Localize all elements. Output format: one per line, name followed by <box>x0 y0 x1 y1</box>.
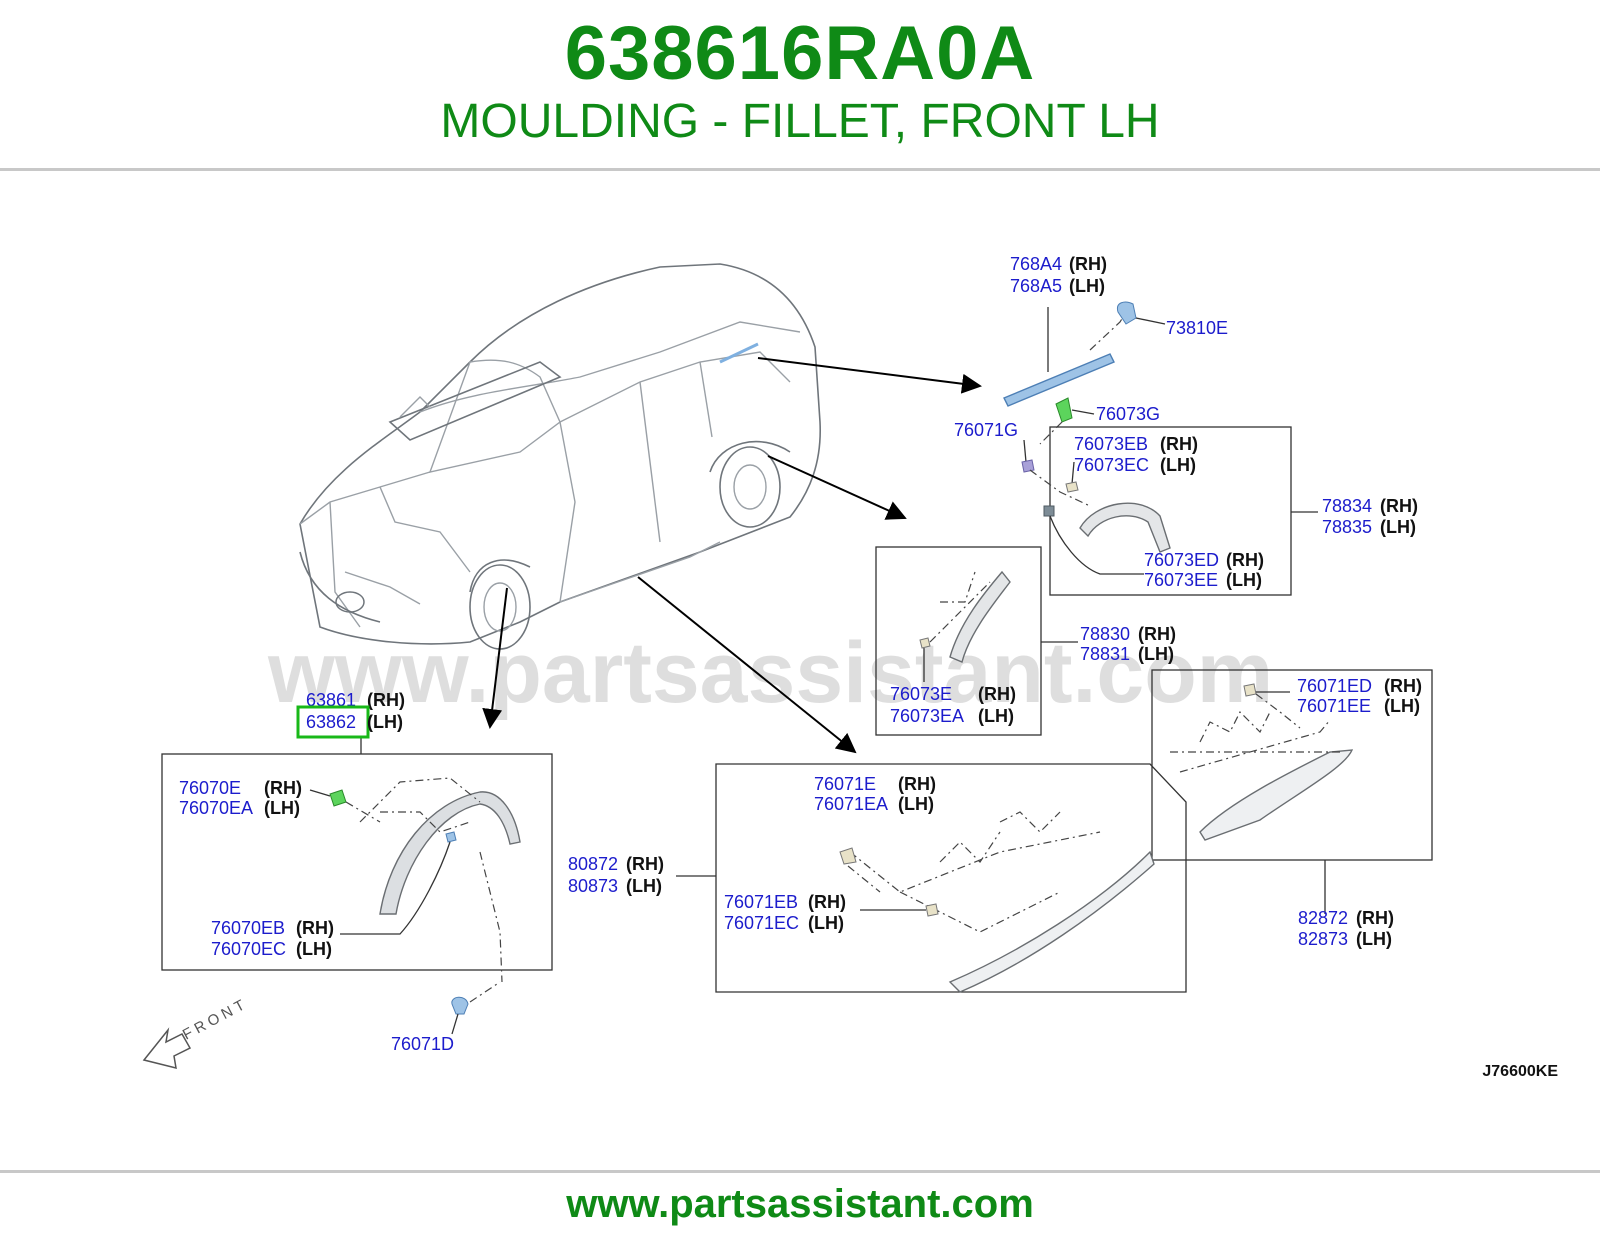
label-76070ec: 76070EC <box>211 939 286 959</box>
arrow-to-rear-arch <box>767 455 907 520</box>
arrow-to-roof-molding <box>757 357 982 394</box>
roof-molding-group <box>1003 301 1166 445</box>
label-76073e: 76073E <box>890 684 952 704</box>
label-76070ea-side: (LH) <box>264 798 300 818</box>
label-768a5: 768A5 <box>1010 276 1062 296</box>
label-63861-side: (RH) <box>367 690 405 710</box>
label-63862: 63862 <box>306 712 356 732</box>
label-76071d: 76071D <box>391 1034 454 1054</box>
label-76073eb-side: (RH) <box>1160 434 1198 454</box>
watermark-text: www.partsassistant.com <box>267 625 1273 721</box>
label-768a5-side: (LH) <box>1069 276 1105 296</box>
header-divider <box>0 168 1600 171</box>
label-76073ed: 76073ED <box>1144 550 1219 570</box>
label-768a4-side: (RH) <box>1069 254 1107 274</box>
label-76071ee: 76071EE <box>1297 696 1371 716</box>
label-76073g: 76073G <box>1096 404 1160 424</box>
label-82873: 82873 <box>1298 929 1348 949</box>
side-sill-group <box>676 811 1155 993</box>
label-76070e: 76070E <box>179 778 241 798</box>
label-63862-side: (LH) <box>367 712 403 732</box>
label-768a4: 768A4 <box>1010 254 1062 274</box>
label-76070e-side: (RH) <box>264 778 302 798</box>
part-number-title: 638616RA0A <box>564 11 1036 96</box>
label-76073eb: 76073EB <box>1074 434 1148 454</box>
footer-website-link[interactable]: www.partsassistant.com <box>566 1182 1034 1226</box>
label-76071ee-side: (LH) <box>1384 696 1420 716</box>
label-78835: 78835 <box>1322 517 1372 537</box>
rear-arch-group <box>1021 439 1318 575</box>
label-76071ed: 76071ED <box>1297 676 1372 696</box>
label-76071ed-side: (RH) <box>1384 676 1422 696</box>
label-78835-side: (LH) <box>1380 517 1416 537</box>
label-82872-side: (RH) <box>1356 908 1394 928</box>
label-76071ea-side: (LH) <box>898 794 934 814</box>
rear-sill-box <box>1151 669 1433 861</box>
label-76073ee: 76073EE <box>1144 570 1218 590</box>
label-76073ed-side: (RH) <box>1226 550 1264 570</box>
label-76071ec-side: (LH) <box>808 913 844 933</box>
arrow-to-front-arch <box>482 587 508 729</box>
label-63861: 63861 <box>306 690 356 710</box>
label-76071ec: 76071EC <box>724 913 799 933</box>
label-78834: 78834 <box>1322 496 1372 516</box>
label-78834-side: (RH) <box>1380 496 1418 516</box>
label-76070ea: 76070EA <box>179 798 253 818</box>
label-76071g: 76071G <box>954 420 1018 440</box>
label-76070eb: 76070EB <box>211 918 285 938</box>
rear-sill-group <box>1170 683 1354 914</box>
front-arch-group <box>309 737 521 1035</box>
arrow-to-side-sill <box>637 576 857 754</box>
label-76071e-side: (RH) <box>898 774 936 794</box>
label-76070ec-side: (LH) <box>296 939 332 959</box>
label-78831: 78831 <box>1080 644 1130 664</box>
parts-diagram-svg: www.partsassistant.com <box>142 254 1558 1080</box>
vehicle-illustration <box>299 263 822 650</box>
front-direction-indicator: FRONT <box>142 995 251 1070</box>
rear-door-arch-box <box>875 546 1042 736</box>
highlighted-part-box <box>296 705 370 739</box>
front-label: FRONT <box>180 995 251 1044</box>
label-80873-side: (LH) <box>626 876 662 896</box>
part-name-subtitle: MOULDING - FILLET, FRONT LH <box>440 95 1160 148</box>
label-80873: 80873 <box>568 876 618 896</box>
figure-code: J76600KE <box>1482 1063 1558 1080</box>
footer-divider <box>0 1170 1600 1173</box>
label-76071ea: 76071EA <box>814 794 888 814</box>
label-76073ea: 76073EA <box>890 706 964 726</box>
label-76071e: 76071E <box>814 774 876 794</box>
label-76070eb-side: (RH) <box>296 918 334 938</box>
label-76073e-side: (RH) <box>978 684 1016 704</box>
rear-door-arch-group <box>919 570 1078 682</box>
label-78831-side: (LH) <box>1138 644 1174 664</box>
label-82873-side: (LH) <box>1356 929 1392 949</box>
page-header: 638616RA0A MOULDING - FILLET, FRONT LH <box>0 0 1600 168</box>
front-arch-box <box>161 753 553 971</box>
label-76073ea-side: (LH) <box>978 706 1014 726</box>
label-76073ee-side: (LH) <box>1226 570 1262 590</box>
parts-diagram: www.partsassistant.com <box>0 172 1600 1168</box>
label-76071eb-side: (RH) <box>808 892 846 912</box>
label-80872-side: (RH) <box>626 854 664 874</box>
label-78830: 78830 <box>1080 624 1130 644</box>
label-78830-side: (RH) <box>1138 624 1176 644</box>
label-73810e: 73810E <box>1166 318 1228 338</box>
label-76073ec-side: (LH) <box>1160 455 1196 475</box>
side-sill-box <box>715 763 1187 993</box>
label-76071eb: 76071EB <box>724 892 798 912</box>
label-76073ec: 76073EC <box>1074 455 1149 475</box>
label-82872: 82872 <box>1298 908 1348 928</box>
label-80872: 80872 <box>568 854 618 874</box>
